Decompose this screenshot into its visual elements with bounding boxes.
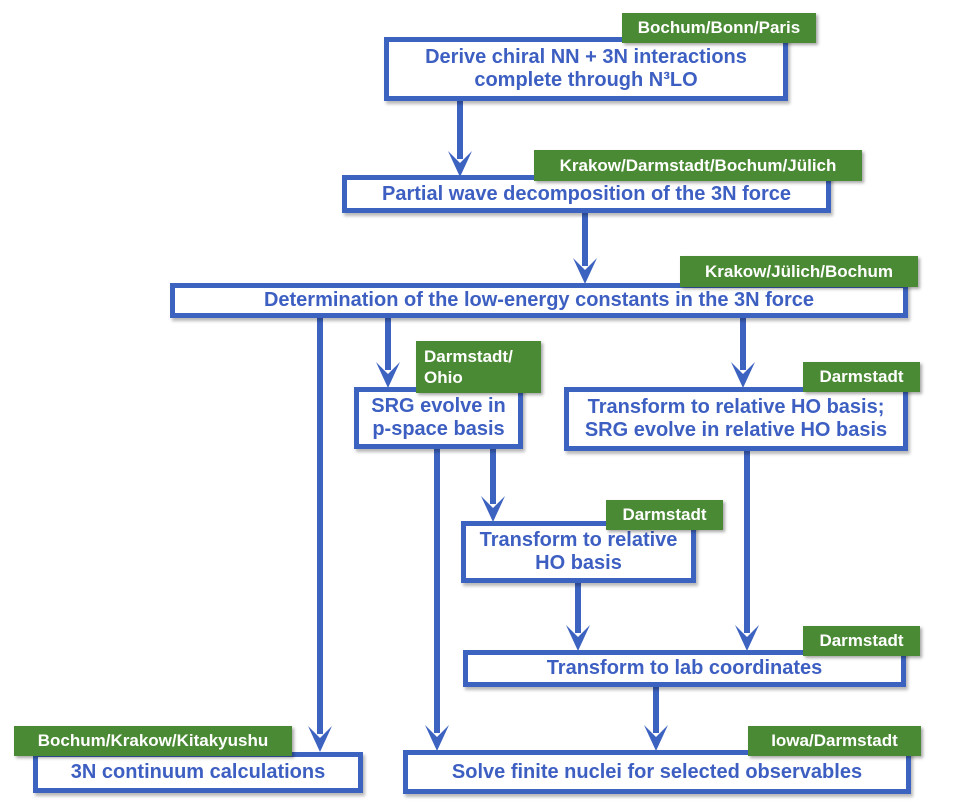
tag-darmstadt-2: Darmstadt <box>606 500 723 530</box>
node-low-energy-constants: Determination of the low-energy constant… <box>170 283 908 318</box>
arrowhead-rel_ho-to-lab <box>566 625 590 651</box>
node-derive-interactions: Derive chiral NN + 3N interactions compl… <box>384 37 788 101</box>
node-finite-nuclei: Solve finite nuclei for selected observa… <box>403 750 911 794</box>
tag-krakow-julich-bochum: Krakow/Jülich/Bochum <box>680 256 918 287</box>
node-lab-coordinates: Transform to lab coordinates <box>463 650 906 687</box>
tag-darmstadt-3: Darmstadt <box>803 626 920 656</box>
arrowhead-rel_srg-to-lab <box>735 625 759 651</box>
arrowhead-srg_p-to-rel_ho <box>481 496 505 522</box>
tag-darmstadt-1: Darmstadt <box>803 362 920 392</box>
tag-bochum-bonn-paris: Bochum/Bonn/Paris <box>622 13 816 43</box>
arrowhead-pwd-to-lec <box>573 258 597 284</box>
tag-krakow-darmstadt-bochum-julich: Krakow/Darmstadt/Bochum/Jülich <box>534 150 862 181</box>
tag-darmstadt-ohio: Darmstadt/ Ohio <box>416 341 541 393</box>
tag-iowa-darmstadt: Iowa/Darmstadt <box>748 726 921 756</box>
node-3n-continuum: 3N continuum calculations <box>33 752 363 793</box>
arrowhead-lec-to-continuum <box>308 726 332 752</box>
node-relative-ho-srg: Transform to relative HO basis; SRG evol… <box>564 387 908 451</box>
arrowhead-lab-to-finite <box>644 725 668 751</box>
tag-bochum-krakow-kitakyushu: Bochum/Krakow/Kitakyushu <box>14 726 292 756</box>
arrowhead-srg_p-to-finite <box>425 725 449 751</box>
arrowhead-derive-to-pwd <box>448 151 472 177</box>
arrowhead-lec-to-srg_p <box>376 362 400 388</box>
node-relative-ho-basis: Transform to relative HO basis <box>461 521 696 583</box>
arrowhead-lec-to-rel_srg <box>731 362 755 388</box>
node-srg-p-space: SRG evolve in p-space basis <box>354 387 523 449</box>
